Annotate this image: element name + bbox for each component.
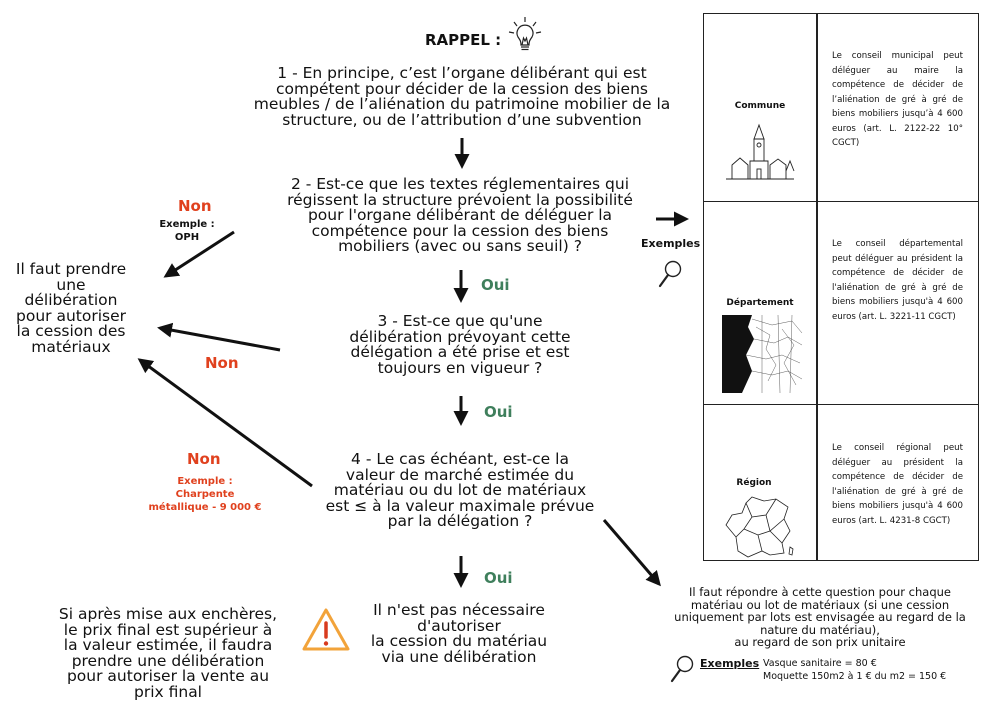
warning-text: Si après mise aux enchères, le prix fina… [58, 605, 278, 701]
non-label-3: Non [187, 450, 221, 468]
footer-exemples-label: Exemples [700, 657, 760, 670]
title: RAPPEL : [425, 31, 502, 49]
outcome-not-needed: Il n'est pas nécessaire d'autoriser la c… [370, 601, 548, 666]
arrow-step2-no [163, 230, 235, 278]
per-lot-note: Il faut répondre à cette question pour c… [674, 585, 966, 649]
footer-example-1: Vasque sanitaire = 80 € [763, 658, 877, 669]
arrow-step4-no [137, 358, 313, 488]
france-regions-map-icon [725, 496, 794, 558]
arrow-to-per-lot [602, 519, 661, 587]
footer-example-2: Moquette 150m2 à 1 € du m2 = 150 € [763, 671, 947, 682]
oui-label-1: Oui [481, 276, 510, 294]
non-label-1: Non [178, 197, 212, 215]
step-1-text: 1 - En principe, c’est l’organe délibéra… [253, 64, 671, 129]
step-3-text: 3 - Est-ce que qu'une délibération prévo… [349, 312, 571, 377]
step-4-text: 4 - Le cas échéant, est-ce la valeur de … [325, 450, 595, 530]
row-name-commune: Commune [734, 101, 786, 111]
row-desc-commune: Le conseil municipal peut déléguer au ma… [832, 51, 963, 148]
oui-label-3: Oui [484, 569, 513, 587]
delegation-table: Commune Le conseil municipal peut délégu… [703, 13, 979, 561]
table-row-departement: Département Le conseil départemental peu… [704, 201, 978, 404]
row-desc-departement: Le conseil départemental peut déléguer a… [832, 239, 963, 322]
church-village-icon [726, 123, 795, 180]
exemples-label: Exemples [641, 237, 701, 250]
oui-label-2: Oui [484, 403, 513, 421]
outcome-deliberation: Il faut prendre une délibération pour au… [15, 260, 127, 356]
lightbulb-icon [508, 17, 542, 51]
step-2-text: 2 - Est-ce que les textes réglementaires… [287, 175, 633, 255]
table-row-region: Région Le conseil régional peut déléguer… [704, 404, 978, 559]
row-name-region: Région [736, 478, 772, 488]
exemple-oph: Exemple : OPH [159, 219, 215, 243]
magnifier-icon-footer [670, 655, 694, 683]
row-name-departement: Département [726, 298, 794, 308]
table-row-commune: Commune Le conseil municipal peut délégu… [704, 14, 978, 201]
arrow-step3-no [157, 322, 281, 352]
exemple-charpente: Exemple : Charpente métallique - 9 000 € [148, 476, 262, 513]
magnifier-icon [658, 260, 682, 288]
table-column-divider [816, 14, 818, 560]
warning-icon [302, 608, 350, 651]
department-map-icon [722, 315, 803, 393]
non-label-2: Non [205, 354, 239, 372]
row-desc-region: Le conseil régional peut déléguer au pré… [832, 443, 963, 526]
